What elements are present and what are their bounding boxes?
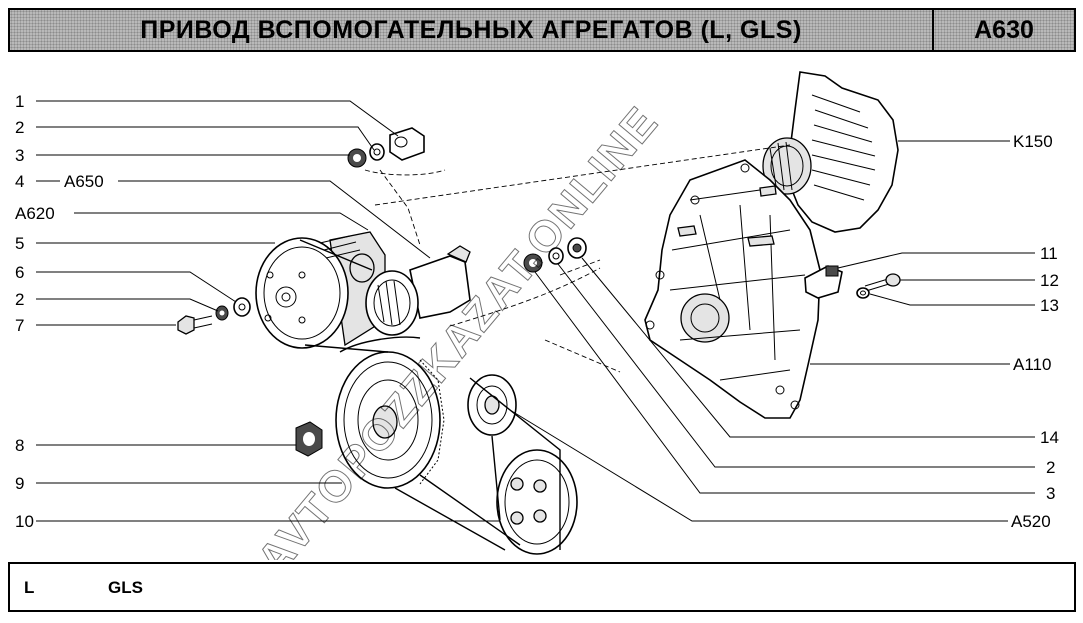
- exploded-diagram: AVTOPOZZKAZAT.ONLINE 1 2 3 4 A650 A620 5…: [15, 71, 1059, 560]
- callout-1: 1: [15, 92, 24, 111]
- callout-2-left: 2: [15, 290, 24, 309]
- callout-a110: A110: [1013, 355, 1051, 374]
- washer-2-top: [369, 143, 385, 161]
- idler-pulley: [467, 374, 517, 436]
- washer-6: [233, 297, 251, 317]
- crank-pulley: [335, 351, 445, 489]
- callout-3-top: 3: [15, 146, 24, 165]
- spacer-1: [389, 127, 425, 161]
- header-bar: ПРИВОД ВСПОМОГАТЕЛЬНЫХ АГРЕГАТОВ (L, GLS…: [8, 8, 1076, 52]
- nut-3-top: [347, 148, 367, 168]
- callout-4: 4: [15, 172, 24, 191]
- callout-8: 8: [15, 436, 24, 455]
- assembly-lines: [364, 144, 791, 373]
- callout-12: 12: [1040, 271, 1059, 290]
- belts: [299, 239, 561, 551]
- nut-3-center: [523, 253, 543, 273]
- callout-a650: A650: [64, 172, 104, 191]
- pump-pulley: [255, 231, 386, 349]
- variant-l-label: L: [24, 578, 35, 597]
- callout-6: 6: [15, 263, 24, 282]
- bolt-12: [864, 273, 901, 292]
- washer-14: [567, 237, 587, 259]
- washer-2-left: [215, 305, 229, 321]
- washer-2-center: [548, 247, 564, 265]
- callout-2-right: 2: [1046, 458, 1055, 477]
- callout-14: 14: [1040, 428, 1059, 447]
- callout-3-right: 3: [1046, 484, 1055, 503]
- sensor: [804, 265, 843, 299]
- callout-7: 7: [15, 316, 24, 335]
- callout-labels: 1 2 3 4 A650 A620 5 6 2 7 8 9 10 K150 11…: [15, 92, 1059, 531]
- leader-lines: [36, 100, 1035, 522]
- callout-13: 13: [1040, 296, 1059, 315]
- callout-2-top: 2: [15, 118, 24, 137]
- bolt-7: [177, 315, 213, 335]
- callout-11: 11: [1040, 244, 1058, 263]
- alternator: [762, 71, 899, 233]
- callout-a620: A620: [15, 204, 55, 223]
- callout-a520: A520: [1011, 512, 1051, 531]
- lower-pulley: [496, 449, 578, 555]
- washer-13: [856, 287, 870, 299]
- callout-k150: K150: [1013, 132, 1053, 151]
- tensioner: [365, 245, 471, 336]
- callout-10: 10: [15, 512, 34, 531]
- nut-8: [295, 421, 323, 457]
- variant-gls-label: GLS: [108, 578, 143, 597]
- callout-9: 9: [15, 474, 24, 493]
- page-title: ПРИВОД ВСПОМОГАТЕЛЬНЫХ АГРЕГАТОВ (L, GLS…: [10, 10, 934, 50]
- section-code: A630: [974, 15, 1034, 44]
- engine-cover: [644, 159, 821, 419]
- callout-5: 5: [15, 234, 24, 253]
- variant-footer: L GLS: [8, 562, 1076, 612]
